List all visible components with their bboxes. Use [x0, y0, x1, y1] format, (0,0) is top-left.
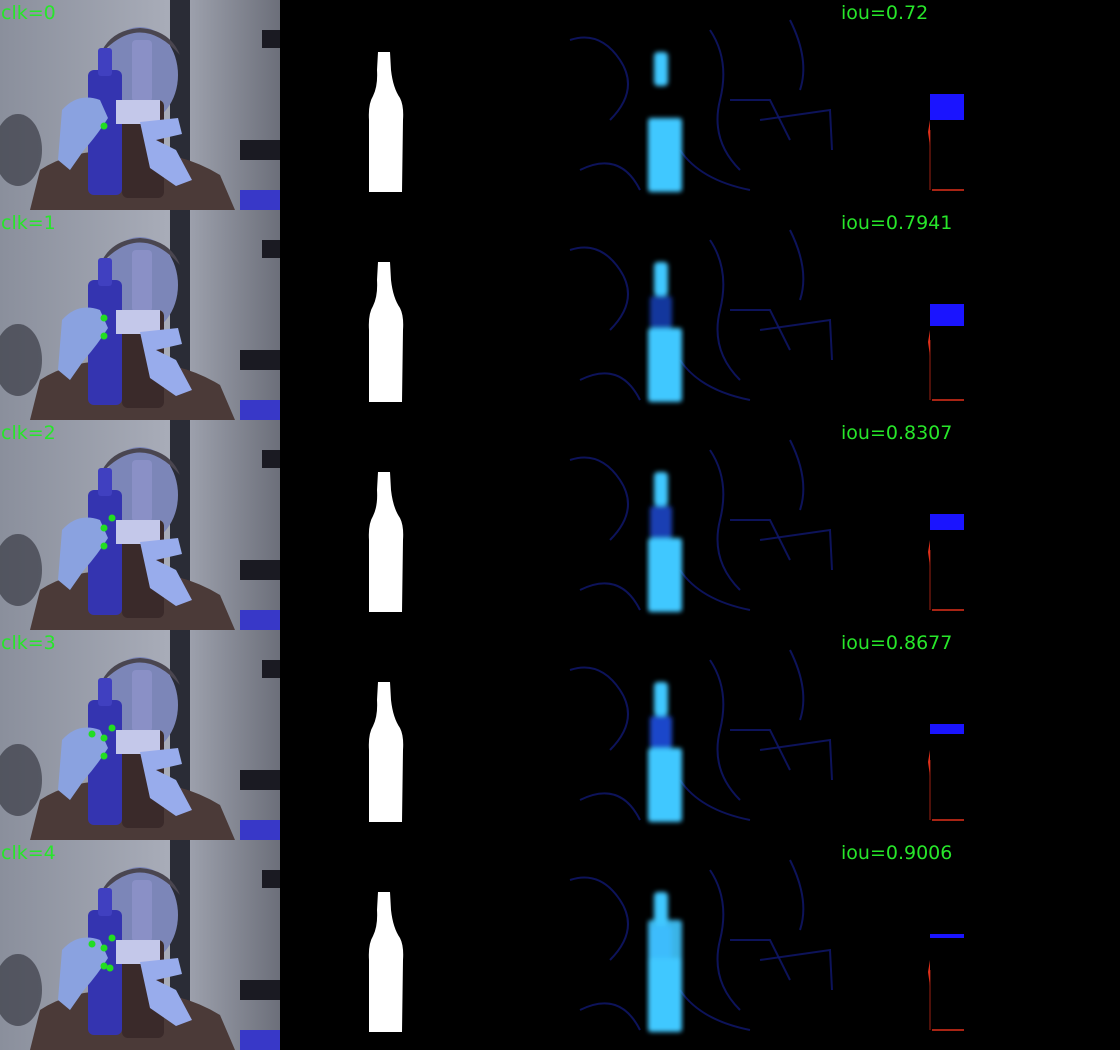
input-photo — [0, 0, 280, 210]
error-map — [928, 94, 964, 191]
error-map-panel: iou=0.7941 — [840, 210, 1120, 420]
click-dot — [100, 122, 108, 130]
ground-truth-mask — [368, 472, 404, 612]
click-dot — [106, 964, 114, 972]
click-dot — [88, 940, 96, 948]
probability-map-panel — [560, 840, 840, 1050]
probability-map-panel — [560, 630, 840, 840]
input-photo — [0, 420, 280, 630]
probability-map — [569, 649, 833, 822]
click-count-label: clk=4 — [1, 842, 56, 864]
probability-map — [569, 19, 833, 192]
result-row: clk=2 iou=0.8307 — [0, 420, 1120, 630]
input-photo — [0, 210, 280, 420]
ground-truth-mask — [368, 52, 404, 192]
click-dot — [100, 962, 108, 970]
click-dot — [100, 314, 108, 322]
click-dot — [100, 332, 108, 340]
probability-map-panel — [560, 420, 840, 630]
error-map-panel: iou=0.9006 — [840, 840, 1120, 1050]
error-map — [928, 514, 964, 611]
result-row: clk=3 iou=0.8677 — [0, 630, 1120, 840]
probability-map — [569, 229, 833, 402]
click-dot — [100, 542, 108, 550]
error-map — [928, 724, 964, 821]
input-photo-panel: clk=1 — [0, 210, 280, 420]
input-photo-panel: clk=4 — [0, 840, 280, 1050]
click-dot — [88, 730, 96, 738]
ground-truth-mask-panel — [280, 210, 560, 420]
iou-score-label: iou=0.8307 — [841, 422, 953, 444]
probability-map-panel — [560, 210, 840, 420]
iou-score-label: iou=0.72 — [841, 2, 929, 24]
input-photo-panel: clk=3 — [0, 630, 280, 840]
click-count-label: clk=2 — [1, 422, 56, 444]
ground-truth-mask — [368, 892, 404, 1032]
probability-map — [569, 859, 833, 1032]
probability-map-panel — [560, 0, 840, 210]
click-count-label: clk=0 — [1, 2, 56, 24]
iou-score-label: iou=0.9006 — [841, 842, 953, 864]
error-map-panel: iou=0.72 — [840, 0, 1120, 210]
result-row: clk=0 iou=0.72 — [0, 0, 1120, 210]
error-map-panel: iou=0.8307 — [840, 420, 1120, 630]
click-dot — [100, 524, 108, 532]
ground-truth-mask-panel — [280, 0, 560, 210]
click-count-label: clk=3 — [1, 632, 56, 654]
input-photo — [0, 630, 280, 840]
input-photo-panel: clk=0 — [0, 0, 280, 210]
click-dot — [100, 734, 108, 742]
probability-map — [569, 439, 833, 612]
ground-truth-mask — [368, 262, 404, 402]
ground-truth-mask-panel — [280, 840, 560, 1050]
iou-score-label: iou=0.7941 — [841, 212, 953, 234]
error-map-panel: iou=0.8677 — [840, 630, 1120, 840]
error-map — [928, 934, 964, 1031]
input-photo-panel: clk=2 — [0, 420, 280, 630]
click-dot — [108, 724, 116, 732]
click-dot — [108, 934, 116, 942]
click-count-label: clk=1 — [1, 212, 56, 234]
result-row: clk=1 iou=0.7941 — [0, 210, 1120, 420]
click-dot — [100, 752, 108, 760]
ground-truth-mask-panel — [280, 420, 560, 630]
input-photo — [0, 840, 280, 1050]
click-dot — [100, 944, 108, 952]
ground-truth-mask-panel — [280, 630, 560, 840]
result-row: clk=4 iou=0.9006 — [0, 840, 1120, 1050]
error-map — [928, 304, 964, 401]
iou-score-label: iou=0.8677 — [841, 632, 953, 654]
click-dot — [108, 514, 116, 522]
ground-truth-mask — [368, 682, 404, 822]
